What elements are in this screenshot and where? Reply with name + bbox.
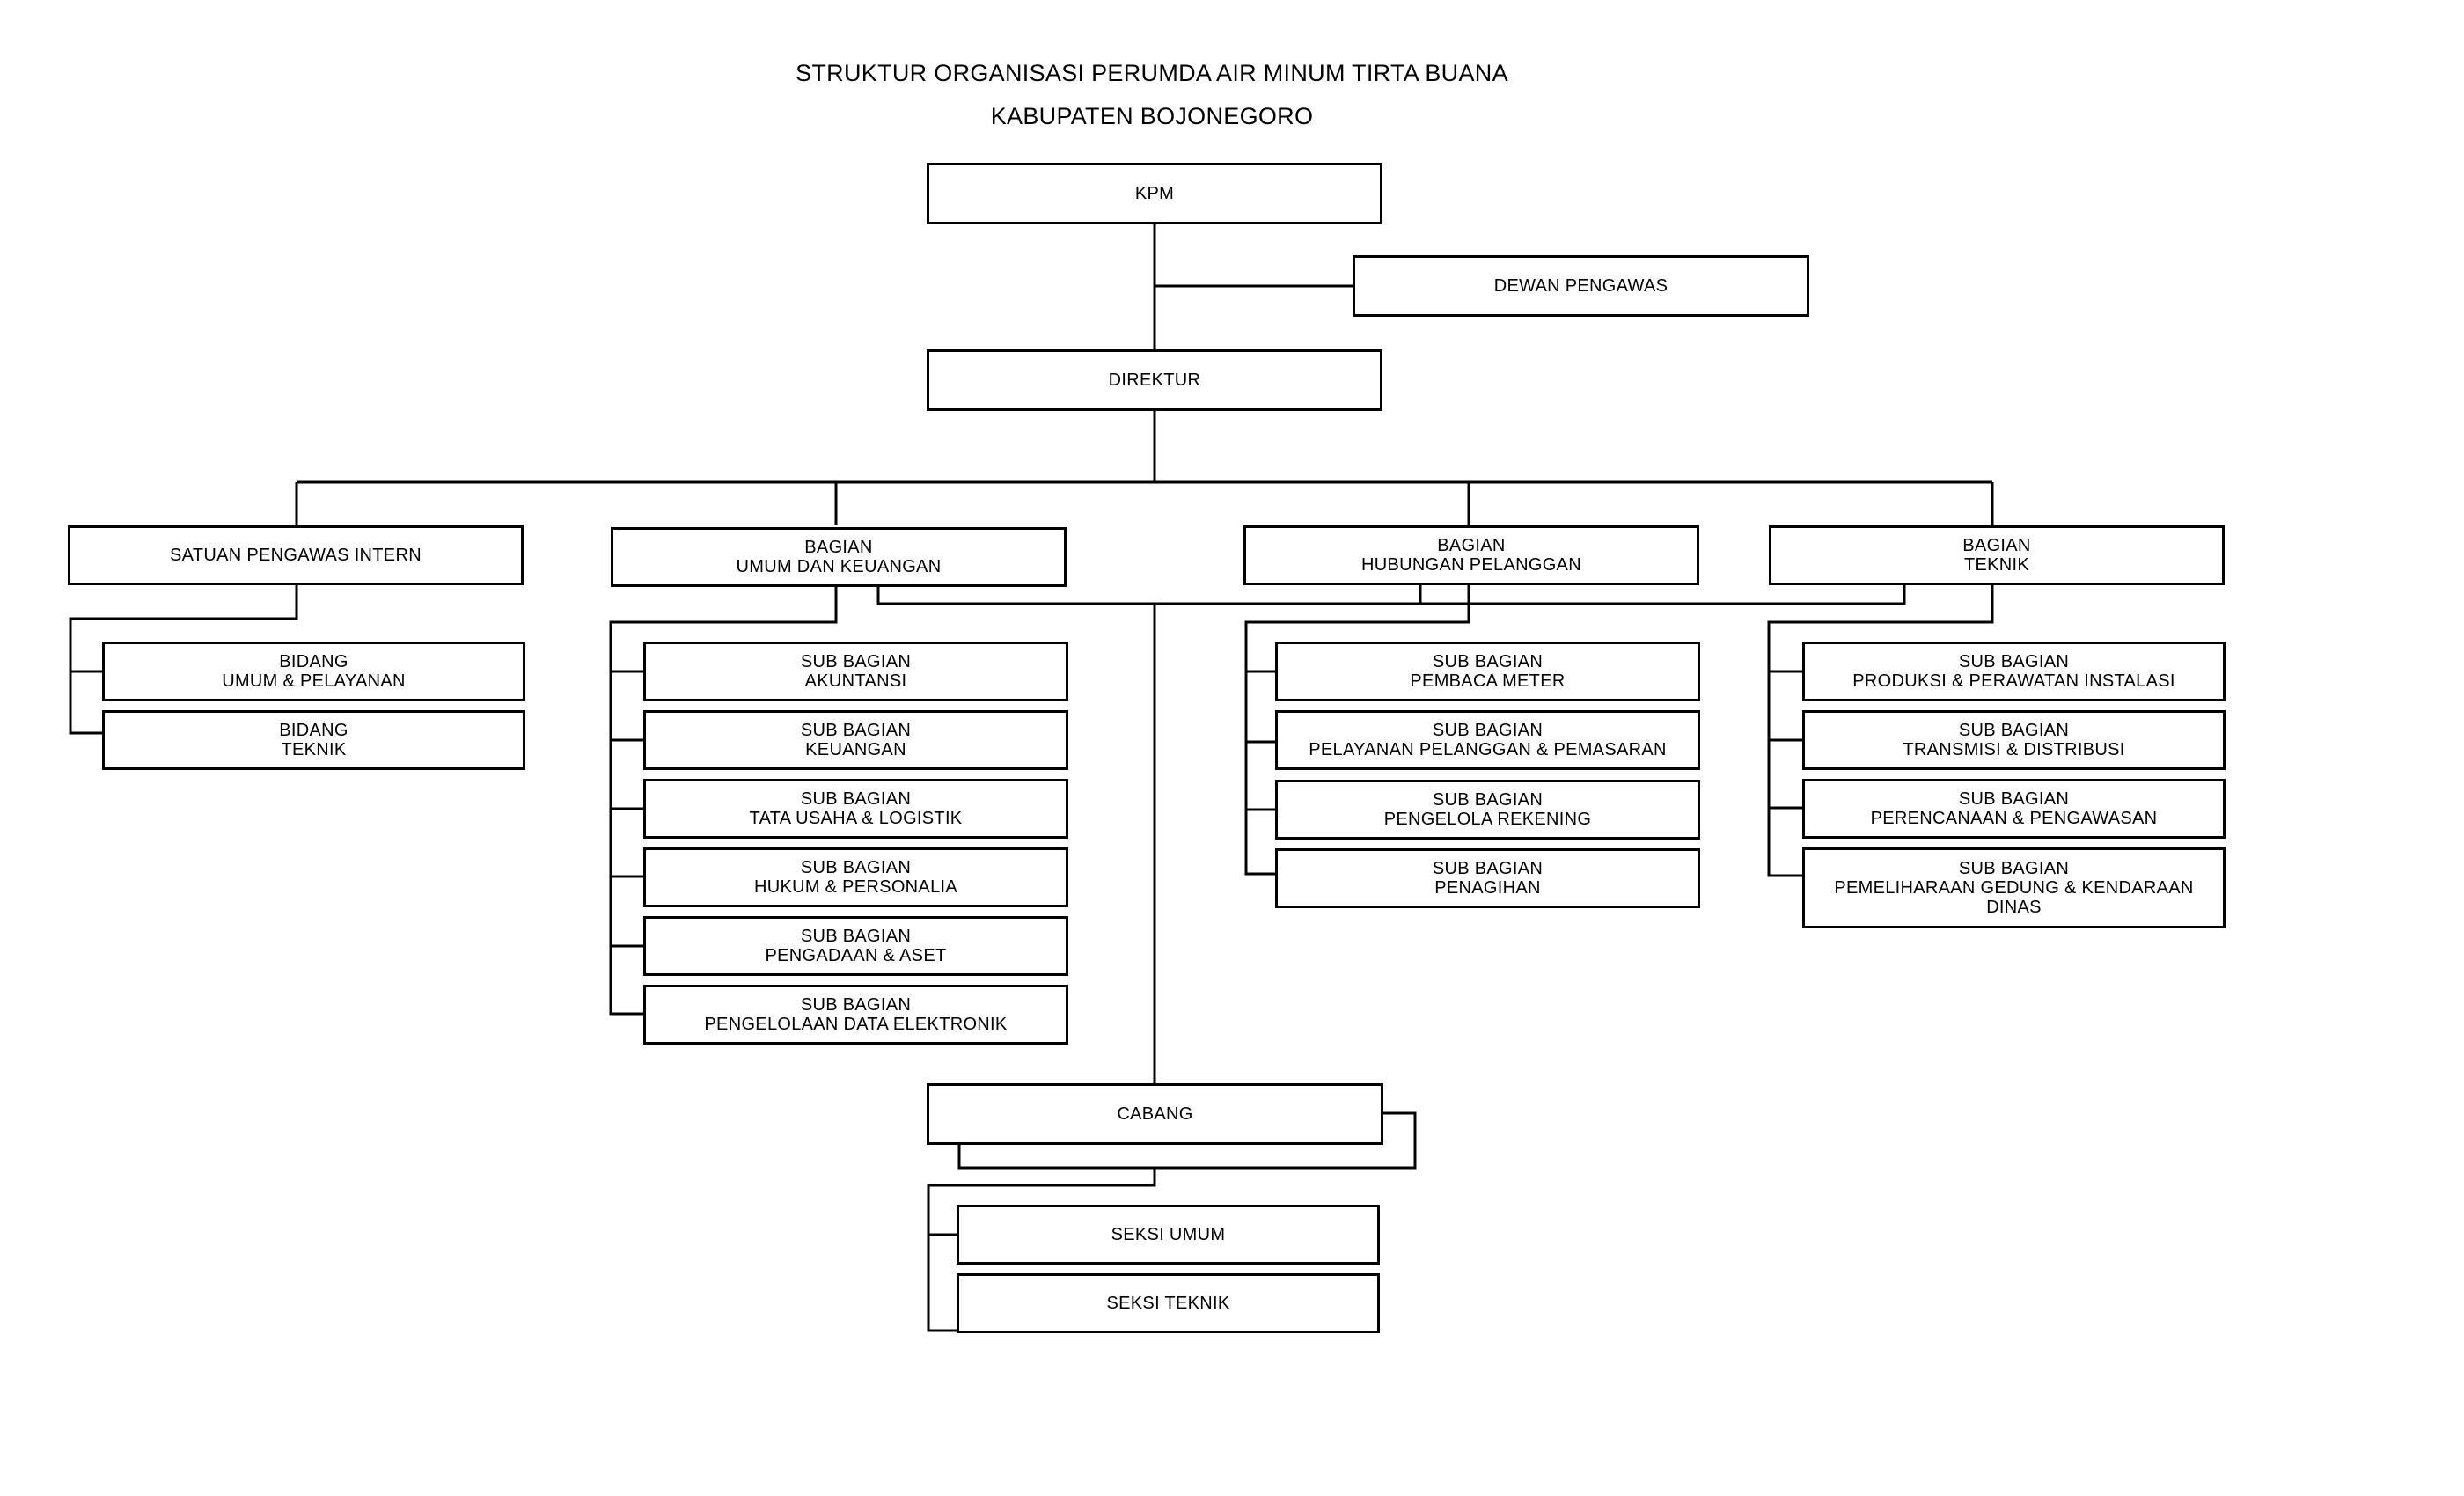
node-label-line: SATUAN PENGAWAS INTERN: [170, 546, 422, 565]
node-label-line: DIREKTUR: [1108, 370, 1201, 390]
node-label-line: SUB BAGIAN: [800, 995, 912, 1015]
node-label-line: SUB BAGIAN: [800, 789, 912, 809]
node-label-line: PENAGIHAN: [1434, 878, 1541, 898]
node-label-line: DINAS: [1986, 898, 2042, 917]
node-label-line: UMUM & PELAYANAN: [222, 671, 406, 691]
node-label-line: SUB BAGIAN: [1432, 652, 1544, 671]
node-seksi-umum: SEKSI UMUM: [957, 1205, 1380, 1265]
node-label-line: PRODUKSI & PERAWATAN INSTALASI: [1852, 671, 2175, 691]
node-seksi-teknik: SEKSI TEKNIK: [957, 1273, 1380, 1333]
node-label-line: BIDANG: [279, 721, 348, 740]
node-label-line: PELAYANAN PELANGGAN & PEMASARAN: [1309, 740, 1667, 759]
node-label-line: TRANSMISI & DISTRIBUSI: [1903, 740, 2125, 759]
node-cabang: CABANG: [927, 1083, 1383, 1145]
node-direktur: DIREKTUR: [927, 349, 1382, 411]
node-label-line: SUB BAGIAN: [1958, 721, 2070, 740]
node-kpm: KPM: [927, 163, 1382, 224]
node-label-line: BAGIAN: [804, 538, 873, 557]
node-label-line: BAGIAN: [1437, 536, 1506, 555]
node-label-line: SUB BAGIAN: [1958, 789, 2070, 809]
node-label-line: SUB BAGIAN: [800, 858, 912, 877]
node-label-line: PEMELIHARAAN GEDUNG & KENDARAAN: [1834, 878, 2194, 898]
node-label-line: KEUANGAN: [805, 740, 906, 759]
node-label-line: DEWAN PENGAWAS: [1493, 276, 1668, 296]
node-label-line: KPM: [1134, 184, 1175, 203]
page-title: STRUKTUR ORGANISASI PERUMDA AIR MINUM TI…: [796, 60, 1508, 86]
node-label-line: BAGIAN: [1962, 536, 2031, 555]
node-label-line: SEKSI UMUM: [1111, 1225, 1226, 1244]
node-label-line: SUB BAGIAN: [1432, 790, 1544, 810]
node-label-line: SEKSI TEKNIK: [1106, 1294, 1230, 1313]
node-dewan-pengawas: DEWAN PENGAWAS: [1353, 255, 1809, 317]
node-label-line: SUB BAGIAN: [1958, 652, 2070, 671]
node-label-line: SUB BAGIAN: [1958, 859, 2070, 878]
node-label-line: SUB BAGIAN: [800, 652, 912, 671]
node-label-line: TATA USAHA & LOGISTIK: [749, 809, 963, 828]
node-label-line: CABANG: [1117, 1104, 1193, 1124]
node-label-line: HUBUNGAN PELANGGAN: [1361, 555, 1581, 575]
node-satuan-pengawas-intern: SATUAN PENGAWAS INTERN: [68, 525, 524, 585]
node-label-line: PERENCANAAN & PENGAWASAN: [1870, 809, 2158, 828]
node-label-line: TEKNIK: [1963, 555, 2030, 575]
node-label-line: UMUM DAN KEUANGAN: [736, 557, 942, 576]
node-label-line: SUB BAGIAN: [1432, 721, 1544, 740]
node-label-line: HUKUM & PERSONALIA: [753, 877, 957, 897]
node-label-line: TEKNIK: [281, 740, 347, 759]
node-label-line: PEMBACA METER: [1410, 671, 1566, 691]
node-label-line: PENGADAAN & ASET: [765, 946, 947, 965]
node-label-line: SUB BAGIAN: [1432, 859, 1544, 878]
page-subtitle: KABUPATEN BOJONEGORO: [990, 103, 1314, 129]
node-label-line: PENGELOLAAN DATA ELEKTRONIK: [704, 1015, 1008, 1034]
node-label-line: AKUNTANSI: [804, 671, 907, 691]
node-label-line: SUB BAGIAN: [800, 927, 912, 946]
node-label-line: SUB BAGIAN: [800, 721, 912, 740]
node-label-line: BIDANG: [279, 652, 348, 671]
node-label-line: PENGELOLA REKENING: [1383, 810, 1592, 829]
